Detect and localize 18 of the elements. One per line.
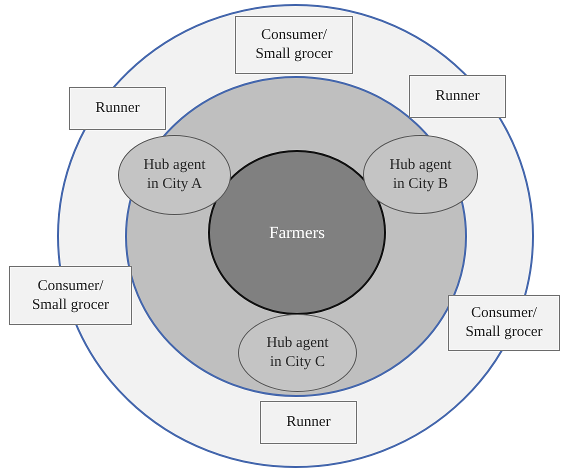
node-label: Runner bbox=[95, 99, 140, 118]
node-label: Runner bbox=[435, 87, 480, 106]
actor-box bbox=[235, 16, 353, 74]
node-label: Consumer/ Small grocer bbox=[464, 304, 544, 342]
actor-box bbox=[260, 401, 357, 444]
hub-ellipse bbox=[118, 135, 231, 215]
node-label: Runner bbox=[286, 413, 331, 432]
actor-box bbox=[448, 295, 560, 351]
node-label: Consumer/ Small grocer bbox=[254, 26, 334, 64]
hub-ellipse bbox=[363, 135, 478, 214]
farmers-circle bbox=[208, 150, 386, 315]
actor-box bbox=[9, 266, 132, 325]
node-label: Hub agent in City C bbox=[265, 334, 330, 372]
node-label: Farmers bbox=[269, 222, 325, 244]
node-label: Hub agent in City A bbox=[142, 156, 207, 194]
node-label: Hub agent in City B bbox=[388, 156, 453, 194]
hub-ellipse bbox=[238, 314, 357, 392]
node-label: Consumer/ Small grocer bbox=[30, 276, 110, 314]
